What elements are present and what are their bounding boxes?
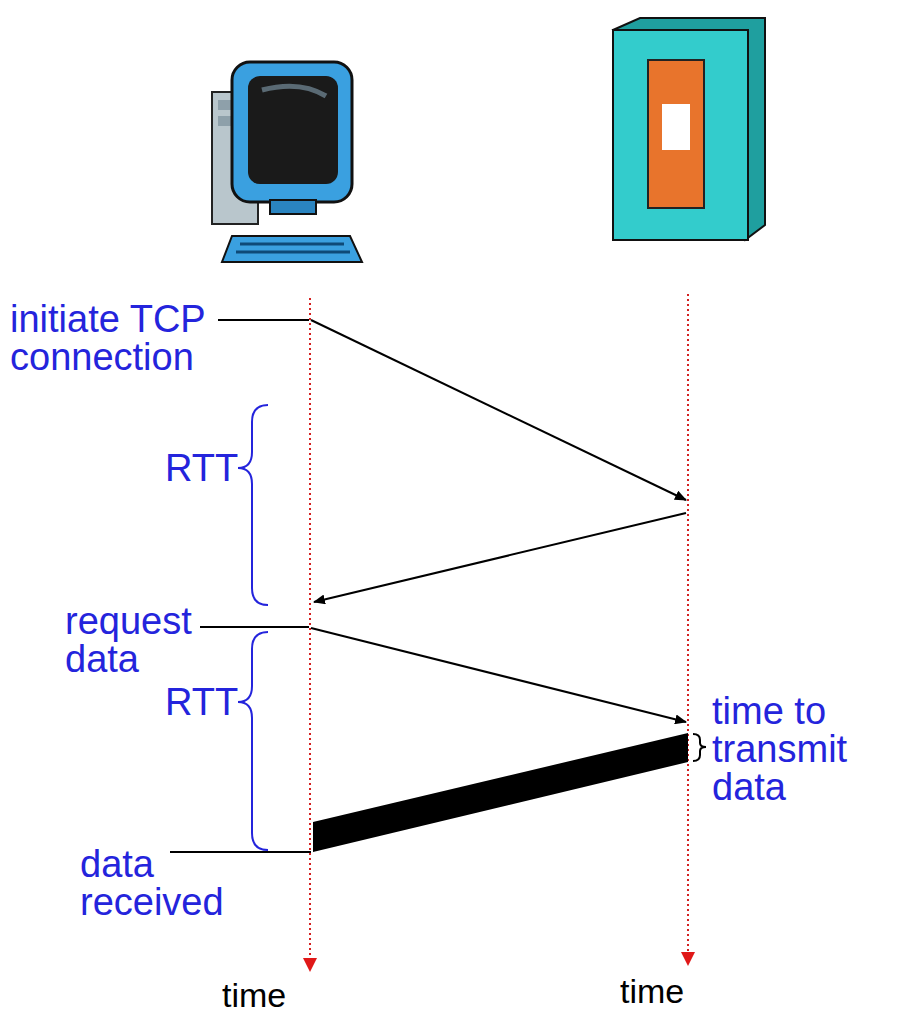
client-computer [212,62,362,262]
brace [238,405,706,850]
event-label: initiate TCP connection [10,300,250,376]
server [613,18,765,240]
axis-label: time [620,974,740,1008]
leader-line [170,320,311,852]
rtt-label: RTT [165,449,245,487]
message-arrow [311,320,686,722]
axis-label: time [222,978,342,1012]
timeline [303,294,695,972]
duration-label: time to transmit data [712,692,872,806]
event-label: data received [80,845,240,921]
event-label: request data [65,602,245,678]
data-transfer-bar [313,733,688,852]
rtt-label: RTT [165,683,245,721]
